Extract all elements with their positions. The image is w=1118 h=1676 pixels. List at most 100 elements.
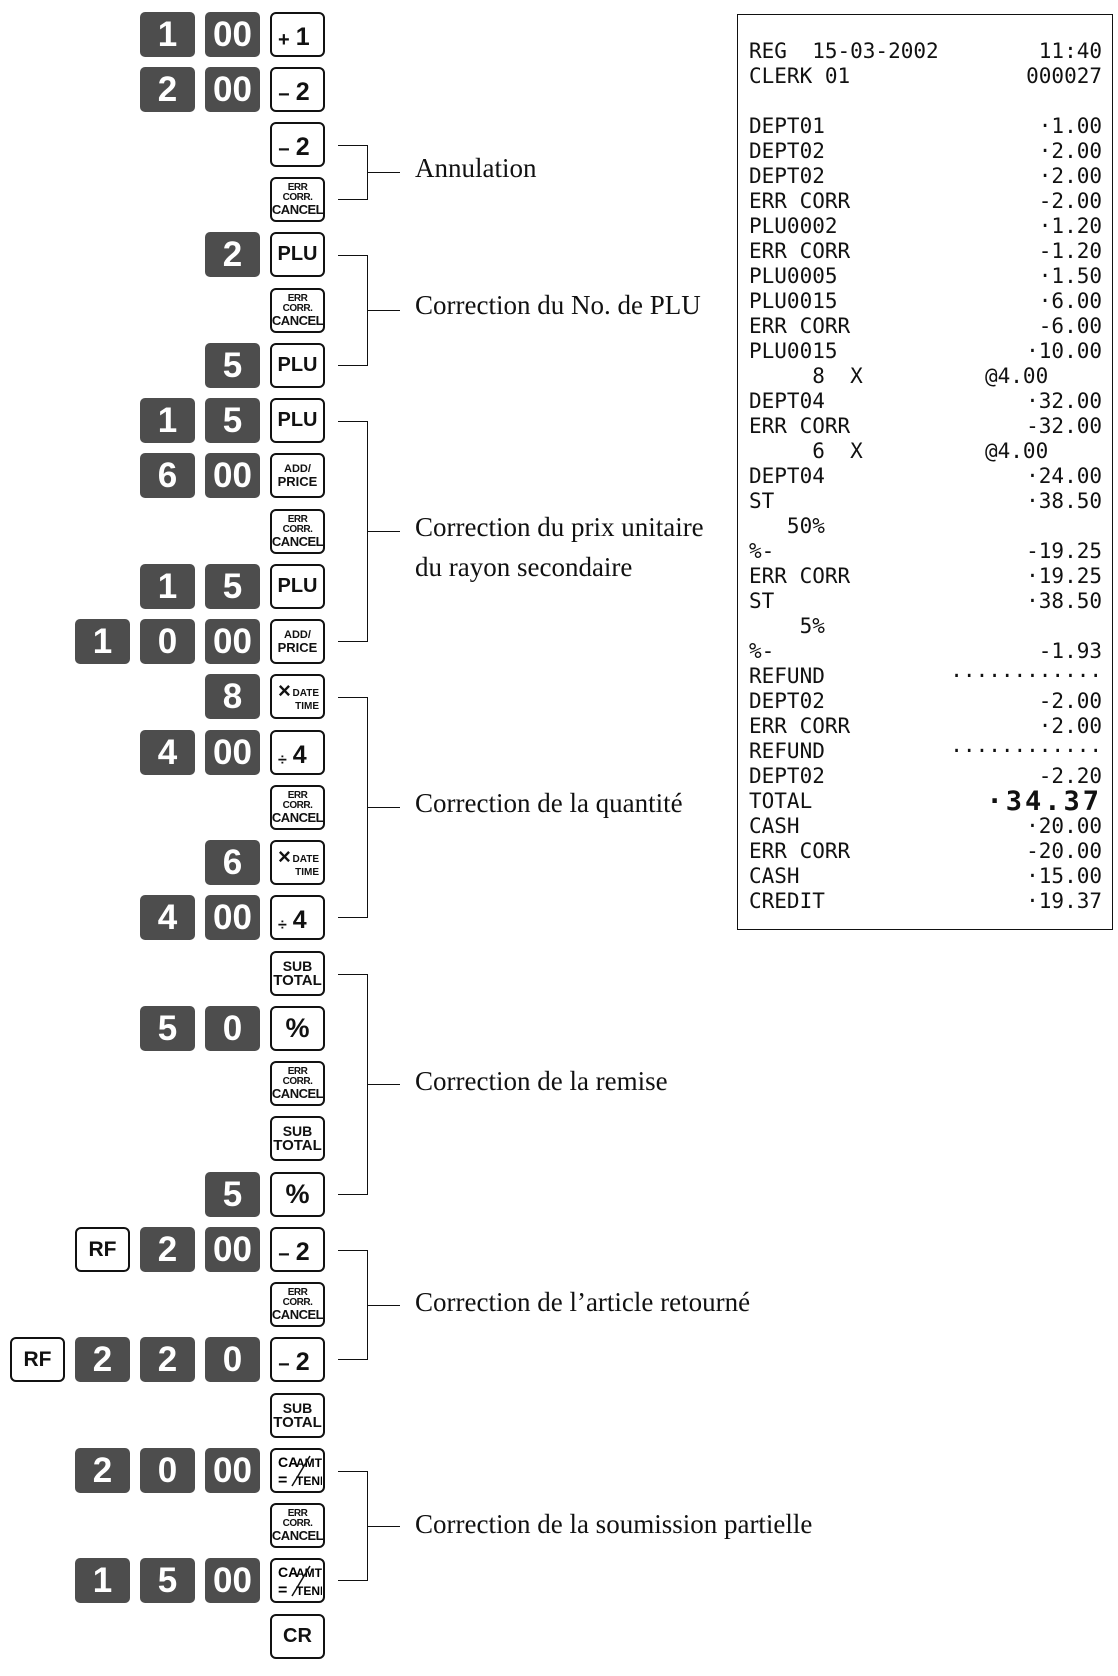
numeric-key: 0 — [140, 619, 195, 664]
receipt-line: DEPT02·2.00 — [749, 139, 1102, 164]
plu-key: PLU — [270, 398, 325, 443]
numeric-key: 1 — [140, 12, 195, 57]
key-caption-line: CANCEL — [271, 1307, 324, 1322]
numeric-key: 00 — [205, 1448, 260, 1493]
receipt-line: PLU0015·10.00 — [749, 339, 1102, 364]
receipt-line: PLU0005·1.50 — [749, 264, 1102, 289]
receipt-line-label: 5% — [749, 614, 825, 638]
key-caption-line: CANCEL — [271, 810, 324, 825]
percent-key: % — [270, 1006, 325, 1051]
key-operator: × — [278, 678, 291, 703]
key-caption-line: CANCEL — [271, 1528, 324, 1543]
key-caption: ERR CORR.CANCEL — [271, 1288, 324, 1322]
numeric-key: 5 — [205, 564, 260, 609]
plu-key: PLU — [270, 343, 325, 388]
receipt-line: PLU0015·6.00 — [749, 289, 1102, 314]
receipt-line: DEPT04·24.00 — [749, 464, 1102, 489]
numeric-key: 8 — [205, 674, 260, 719]
bracket-connector-quantity — [368, 807, 400, 808]
receipt-line-label: ERR CORR — [749, 414, 851, 438]
plus-1-key: +1 — [270, 12, 325, 57]
receipt-line-amount: ·6.00 — [1038, 289, 1102, 313]
add-price-key: ADD/PRICE — [270, 453, 325, 498]
receipt-line-label: CLERK 01 — [749, 64, 851, 88]
key-caption-line: ADD/ — [284, 628, 311, 641]
receipt-line: DEPT04·32.00 — [749, 389, 1102, 414]
receipt-line-label: 8 X — [749, 364, 863, 388]
key-caption-line: CANCEL — [271, 202, 324, 217]
receipt-line-amount: ·19.25 — [1026, 564, 1102, 588]
bracket-connector-partial-tender — [368, 1525, 400, 1527]
receipt-line-amount: ·2.00 — [1038, 714, 1102, 738]
key-caption: % — [285, 1179, 310, 1209]
key-caption: ERR CORR.CANCEL — [271, 790, 324, 825]
numeric-key: 5 — [205, 398, 260, 443]
receipt-unit-price: @4.00 — [985, 439, 1049, 463]
key-operator: ÷ — [278, 752, 287, 769]
key-caption-line: = — [278, 1582, 287, 1599]
plu-key: PLU — [270, 564, 325, 609]
receipt-line-amount: ·24.00 — [1026, 464, 1102, 488]
minus-2-key: −2 — [270, 67, 325, 112]
label-annulation: Annulation — [415, 153, 537, 183]
numeric-key: 1 — [140, 398, 195, 443]
numeric-key: 1 — [140, 564, 195, 609]
numeric-key: 0 — [205, 1006, 260, 1051]
key-caption-line: TIME — [295, 867, 319, 878]
key-caption-line: ERR CORR. — [282, 1066, 313, 1087]
receipt-line: ST·38.50 — [749, 489, 1102, 514]
key-slash — [290, 1455, 311, 1486]
bracket-connector-discount — [368, 1084, 400, 1085]
numeric-key: 00 — [205, 895, 260, 940]
receipt-line-label: DEPT02 — [749, 764, 825, 788]
receipt-line-amount: ·15.00 — [1026, 864, 1102, 888]
add-price-key: ADD/PRICE — [270, 619, 325, 664]
receipt-line: CASH·15.00 — [749, 864, 1102, 889]
key-caption-line: ADD/ — [284, 462, 311, 475]
receipt-line: 8 X@4.00 — [749, 364, 1102, 389]
receipt-line-amount: ·38.50 — [1026, 489, 1102, 513]
receipt-line-amount: -20.00 — [1026, 839, 1102, 863]
numeric-key: 00 — [205, 619, 260, 664]
numeric-key: 00 — [205, 67, 260, 112]
err-corr-cancel-key: ERR CORR.CANCEL — [270, 1282, 325, 1327]
key-caption-line: TIME — [295, 701, 319, 712]
key-number: 2 — [295, 1348, 310, 1376]
receipt-line-label: REFUND — [749, 664, 825, 688]
label-plu-number-correction: Correction du No. de PLU — [415, 290, 701, 320]
plu-key: PLU — [270, 232, 325, 277]
numeric-key: 2 — [140, 1227, 195, 1272]
receipt-line-amount: ·10.00 — [1026, 339, 1102, 363]
numeric-key: 2 — [205, 232, 260, 277]
key-caption: ERR CORR.CANCEL — [272, 1066, 324, 1101]
numeric-key: 5 — [140, 1006, 195, 1051]
key-operator: − — [278, 139, 290, 161]
receipt-line-label: 6 X — [749, 439, 863, 463]
key-caption-line: CANCEL — [271, 313, 324, 328]
minus-2-key: −2 — [270, 1227, 325, 1272]
numeric-key: 0 — [140, 1448, 195, 1493]
receipt-line: TOTAL·34.37 — [749, 788, 1102, 815]
key-caption-line: TEND — [296, 1474, 322, 1488]
numeric-key: 6 — [140, 453, 195, 498]
receipt-line-amount: ·38.50 — [1026, 589, 1102, 613]
numeric-key: 2 — [140, 67, 195, 112]
receipt-line-amount: 11:40 — [1038, 39, 1102, 63]
key-number: 2 — [295, 1238, 310, 1266]
receipt-line-label: DEPT01 — [749, 114, 825, 138]
receipt-line-label: CREDIT — [749, 889, 825, 913]
key-caption-line: ERR CORR. — [282, 790, 313, 811]
receipt-line: ERR CORR-1.20 — [749, 239, 1102, 264]
receipt-line-amount: ············ — [950, 739, 1102, 763]
receipt-line-amount: 000027 — [1026, 64, 1102, 88]
receipt-line: 5% — [749, 614, 1102, 639]
receipt-line-label: DEPT04 — [749, 389, 825, 413]
receipt-line: ST·38.50 — [749, 589, 1102, 614]
receipt-line-amount: ·2.00 — [1038, 139, 1102, 163]
key-caption: ERR CORR.CANCEL — [271, 1509, 324, 1543]
